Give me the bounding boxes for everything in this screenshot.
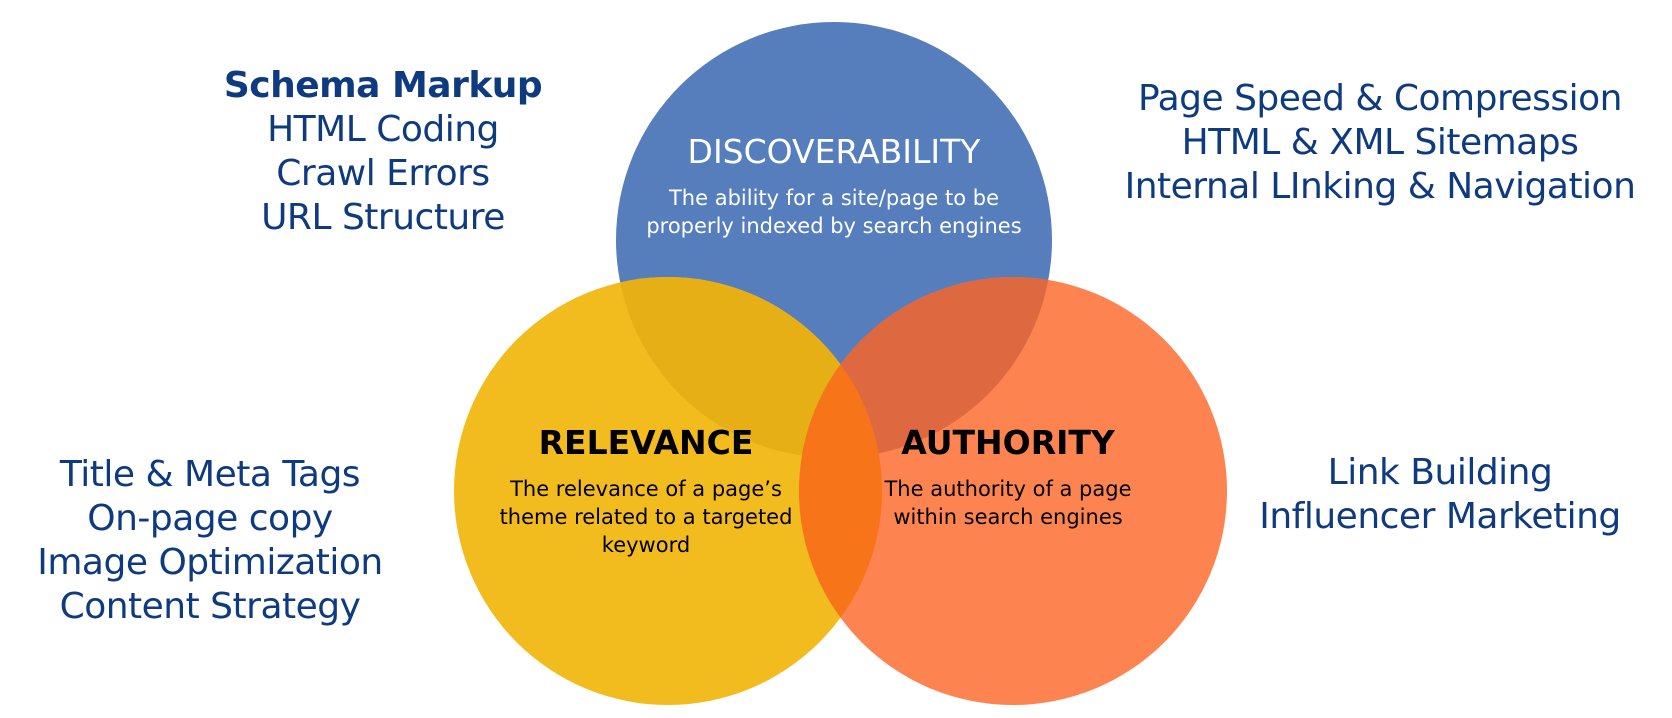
list-item: HTML Coding bbox=[267, 109, 499, 150]
list-item: Schema Markup bbox=[223, 65, 543, 106]
relevance-title: RELEVANCE bbox=[538, 423, 754, 462]
technical-tactics-list: Page Speed & Compression HTML & XML Site… bbox=[1110, 77, 1650, 209]
discoverability-title: DISCOVERABILITY bbox=[687, 132, 981, 171]
list-item: HTML & XML Sitemaps bbox=[1181, 122, 1579, 163]
list-item: On-page copy bbox=[87, 498, 333, 539]
discoverability-description: The ability for a site/page to be proper… bbox=[646, 186, 1022, 238]
overlap-discoverability-relevance bbox=[616, 277, 882, 458]
authority-tactics-list: Link Building Influencer Marketing bbox=[1240, 451, 1640, 539]
list-item: Link Building bbox=[1327, 452, 1553, 493]
relevance-tactics-list: Title & Meta Tags On-page copy Image Opt… bbox=[30, 453, 390, 629]
discoverability-label: DISCOVERABILITY The ability for a site/p… bbox=[634, 132, 1034, 240]
relevance-description: The relevance of a page’s theme related … bbox=[499, 477, 793, 557]
list-item: Title & Meta Tags bbox=[59, 454, 361, 495]
discoverability-tactics-list: Schema Markup HTML Coding Crawl Errors U… bbox=[213, 64, 553, 240]
list-item: Crawl Errors bbox=[276, 153, 490, 194]
list-item: Image Optimization bbox=[37, 542, 383, 583]
overlap-discoverability-authority bbox=[799, 277, 1052, 458]
list-item: URL Structure bbox=[261, 197, 505, 238]
list-item: Content Strategy bbox=[59, 586, 361, 627]
list-item: Influencer Marketing bbox=[1259, 496, 1621, 537]
list-item: Internal LInking & Navigation bbox=[1124, 166, 1636, 207]
authority-title: AUTHORITY bbox=[901, 423, 1115, 462]
authority-label: AUTHORITY The authority of a page within… bbox=[858, 423, 1158, 531]
relevance-label: RELEVANCE The relevance of a page’s them… bbox=[496, 423, 796, 559]
authority-description: The authority of a page within search en… bbox=[884, 477, 1132, 529]
list-item: Page Speed & Compression bbox=[1137, 78, 1623, 119]
